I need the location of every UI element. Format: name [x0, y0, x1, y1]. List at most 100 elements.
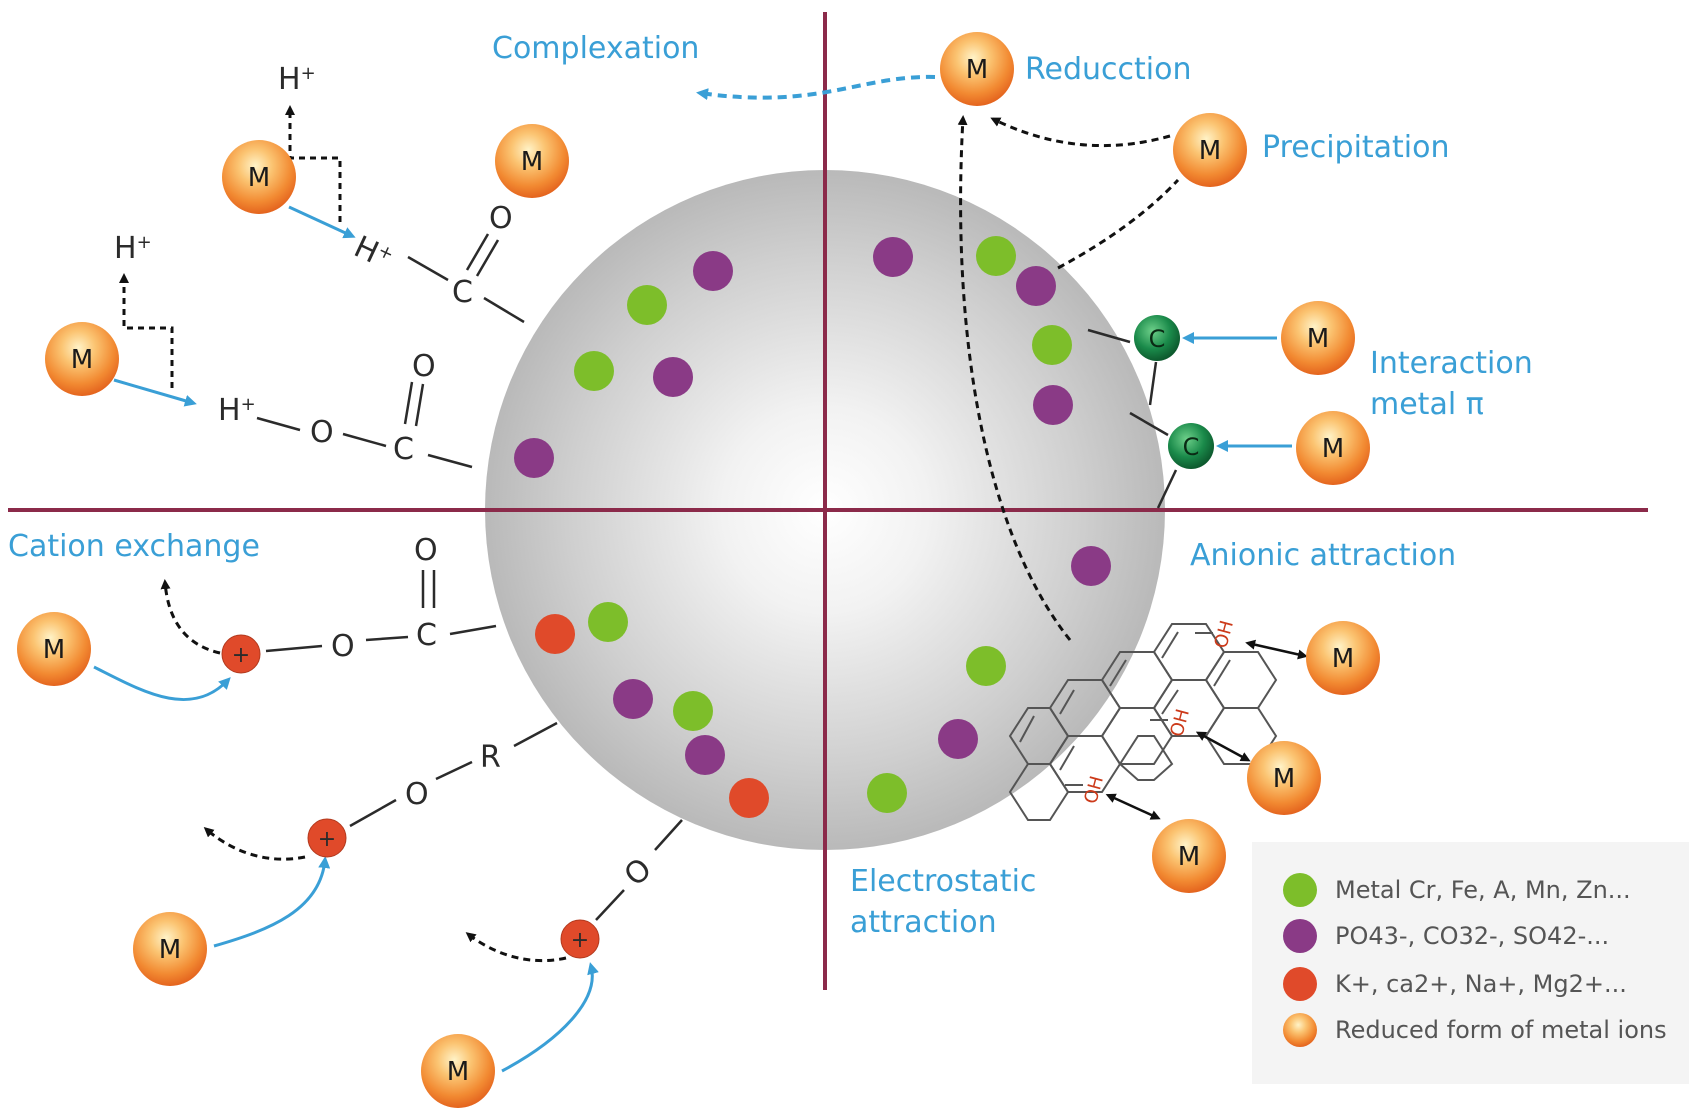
svg-text:+: + [571, 928, 589, 953]
electrostatic-label-line2: attraction [850, 905, 997, 940]
carbon-atom-label: C [393, 432, 414, 467]
svg-text:OH: OH [1080, 774, 1107, 806]
legend-label: K+, ca2+, Na+, Mg2+... [1335, 970, 1627, 998]
cation-site: + [307, 818, 347, 858]
purple-particle [685, 735, 725, 775]
legend-swatch [1283, 967, 1317, 1001]
complexation-arrow [696, 74, 936, 101]
legend-swatch [1283, 919, 1317, 953]
reduction-arrow [957, 115, 1072, 641]
hydroxyl-group: OH [1065, 774, 1108, 806]
bond-to-surface [427, 453, 473, 469]
attraction-arrow [1245, 639, 1308, 660]
oxygen-atom-label: O [489, 201, 513, 236]
proton-on-hydroxyl: H+ [218, 393, 256, 428]
metal-ion: M [495, 124, 569, 198]
metal-ion: M [1281, 301, 1355, 375]
purple-particle [693, 251, 733, 291]
legend-swatch [1283, 873, 1317, 907]
metal-ion: M [1173, 113, 1247, 187]
legend-label: PO43-, CO32-, SO42-... [1335, 922, 1609, 950]
legend-item: Reduced form of metal ions [1283, 1013, 1667, 1047]
interaction-label-line1: Interaction [1370, 346, 1533, 381]
green-particle [588, 602, 628, 642]
carbon-node: C [1168, 423, 1214, 469]
legend-item: Metal Cr, Fe, A, Mn, Zn... [1283, 873, 1631, 907]
svg-text:M: M [447, 1057, 469, 1087]
surface-particles [514, 236, 1111, 818]
green-particle [966, 646, 1006, 686]
purple-particle [613, 679, 653, 719]
svg-text:M: M [521, 147, 543, 177]
legend-item: PO43-, CO32-, SO42-... [1283, 919, 1609, 953]
legend-item: K+, ca2+, Na+, Mg2+... [1283, 967, 1627, 1001]
bond-line [1087, 328, 1131, 344]
svg-text:M: M [966, 55, 988, 85]
cation-release-arrow [465, 932, 567, 963]
cation-site: + [560, 919, 600, 959]
proton-release-arrow [285, 105, 342, 222]
purple-particle [938, 719, 978, 759]
cation-bind-arrow [501, 962, 599, 1073]
carbon-node: C [1134, 315, 1180, 361]
svg-text:M: M [1332, 644, 1354, 674]
bond-line [407, 255, 449, 282]
svg-text:M: M [71, 345, 93, 375]
legend-swatch [1283, 1013, 1317, 1047]
graphene-double-bonds [1019, 631, 1231, 771]
bond-line [256, 416, 301, 432]
purple-particle [1033, 385, 1073, 425]
proton-label: H+ [114, 231, 152, 266]
purple-particle [653, 357, 693, 397]
cation-release-arrow [160, 579, 221, 655]
cation-exchange-label: Cation exchange [8, 529, 260, 564]
svg-text:M: M [1322, 434, 1344, 464]
svg-text:C: C [1183, 433, 1200, 461]
svg-text:M: M [1199, 136, 1221, 166]
legend-label: Metal Cr, Fe, A, Mn, Zn... [1335, 876, 1631, 904]
blue-bind-arrow [288, 205, 356, 239]
double-bond [414, 383, 425, 427]
double-bond [465, 233, 490, 271]
cation-bind-arrow [213, 856, 331, 948]
graphene-sheet [1008, 623, 1278, 821]
precipitation-arrow [990, 117, 1171, 148]
bond-to-surface [449, 624, 497, 636]
green-particle [673, 691, 713, 731]
precipitation-label: Precipitation [1262, 130, 1450, 165]
cation-bind-arrow [93, 665, 231, 701]
oxygen-atom-label: O [405, 777, 429, 812]
svg-text:OH: OH [1166, 707, 1193, 739]
metal-ion: M [421, 1034, 495, 1108]
metal-ion: M [1152, 819, 1226, 893]
anionic-attraction-label: Anionic attraction [1190, 538, 1456, 573]
metal-ion: M [1296, 411, 1370, 485]
oxygen-atom-label: O [618, 852, 659, 894]
purple-particle [1016, 266, 1056, 306]
attraction-arrow [1195, 731, 1251, 762]
precipitation-link [1057, 178, 1180, 270]
svg-text:C: C [1149, 325, 1166, 353]
bond-line [435, 760, 473, 781]
metal-ion: M [133, 912, 207, 986]
complexation-label: Complexation [492, 31, 699, 66]
svg-text:OH: OH [1211, 618, 1238, 650]
svg-text:M: M [248, 163, 270, 193]
bond-to-surface [654, 819, 683, 851]
metal-ion: M [1247, 741, 1321, 815]
cation-release-arrow [203, 827, 306, 861]
svg-text:M: M [159, 935, 181, 965]
carbon-atom-label: C [452, 275, 473, 310]
oxygen-atom-label: O [331, 629, 355, 664]
oxygen-atom-label: O [412, 349, 436, 384]
green-particle [574, 351, 614, 391]
svg-text:M: M [1273, 764, 1295, 794]
green-particle [1032, 325, 1072, 365]
metal-ion: M [1306, 621, 1380, 695]
bond-line [1148, 361, 1158, 406]
bond-line [1156, 469, 1178, 509]
interaction-label-line2: metal π [1370, 387, 1484, 422]
red-particle [729, 778, 769, 818]
bond-line [265, 644, 323, 653]
